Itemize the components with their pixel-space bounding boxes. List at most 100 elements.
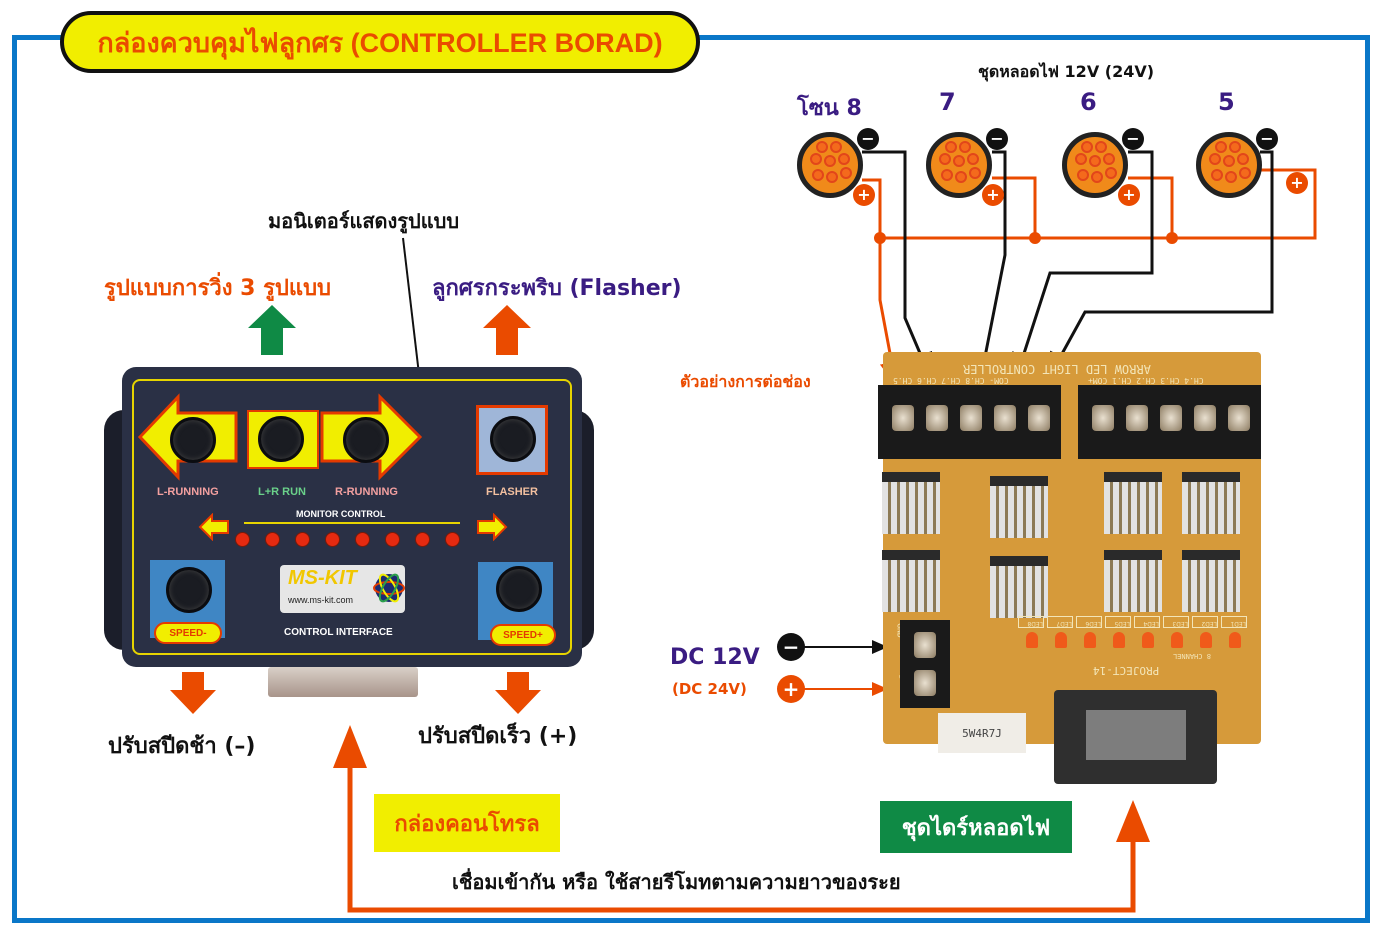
l-running-label: L-RUNNING [157, 486, 219, 498]
pcb-led [1200, 632, 1212, 648]
power-screw-gnd [914, 632, 936, 658]
lamp-led-dot [1209, 153, 1221, 165]
heatsink [1182, 550, 1240, 612]
lamp-led-dot [812, 169, 824, 181]
lamp-led-dot [830, 141, 842, 153]
monitor-arrow-right-icon [477, 513, 508, 541]
power-resistor: 5W4R7J [938, 713, 1026, 753]
dc-positive-icon: + [777, 675, 805, 703]
terminal-screw [926, 405, 948, 431]
monitor-led [415, 532, 430, 547]
terminal-screw [994, 405, 1016, 431]
lamp-led-dot [953, 155, 965, 167]
pcb-led-label: LED6 [1076, 616, 1102, 628]
pcb-project-label: PROJECT-14 [1093, 664, 1160, 677]
monitor-led [235, 532, 250, 547]
pcb-led-label: LED8 [1018, 616, 1044, 628]
speed-plus-button[interactable] [496, 566, 542, 612]
flasher-button-label: FLASHER [486, 486, 538, 498]
lamp-led-dot [945, 141, 957, 153]
lamp-led-dot [1239, 167, 1251, 179]
lamp-led-dot [810, 153, 822, 165]
power-label: DC 12V [670, 645, 760, 670]
negative-terminal-icon: − [857, 128, 879, 150]
monitor-control-title: MONITOR CONTROL [296, 509, 386, 519]
heatsink [1104, 472, 1162, 534]
dc-negative-icon: − [777, 633, 805, 661]
heatsink [882, 472, 940, 534]
lamp-bulb [926, 132, 992, 198]
monitor-arrow-left-icon [198, 513, 229, 541]
heatsink [1104, 550, 1162, 612]
power-alt-label: (DC 24V) [672, 680, 747, 698]
db-connector [268, 667, 418, 697]
lamp-led-dot [1211, 169, 1223, 181]
flasher-label: ลูกศรกระพริบ (Flasher) [432, 276, 682, 301]
lamp-led-dot [826, 171, 838, 183]
pcb-led [1142, 632, 1154, 648]
lamp-led-dot [1089, 155, 1101, 167]
lamp-led-dot [1223, 155, 1235, 167]
zone-label-7: 7 [939, 88, 956, 116]
speed-down-label: ปรับสปีดช้า (–) [108, 734, 256, 759]
pcb-channels-right: CH.4 CH.3 CH.2 CH.1 COM+ [1088, 376, 1204, 385]
monitor-led [385, 532, 400, 547]
ms-kit-logo: MS-KIT www.ms-kit.com [280, 565, 405, 613]
pcb-led-label: LED3 [1163, 616, 1189, 628]
speed-minus-button[interactable] [166, 567, 212, 613]
speed-plus-label: SPEED+ [490, 624, 556, 646]
l-r-run-label: L+R RUN [258, 486, 306, 498]
lamp-bulb [1196, 132, 1262, 198]
heatsink [882, 550, 940, 612]
terminal-screw [892, 405, 914, 431]
heatsink [990, 556, 1048, 618]
pcb-led [1229, 632, 1241, 648]
monitor-led [265, 532, 280, 547]
lamp-led-dot [1091, 171, 1103, 183]
heatsink [990, 476, 1048, 538]
positive-terminal-icon: + [853, 184, 875, 206]
lamp-led-dot [1105, 167, 1117, 179]
speed-minus-label: SPEED- [154, 622, 222, 644]
pcb-led-label: LED5 [1105, 616, 1131, 628]
negative-terminal-icon: − [1122, 128, 1144, 150]
power-screw-b [914, 670, 936, 696]
lamp-led-dot [967, 153, 979, 165]
pcb-led-label: LED4 [1134, 616, 1160, 628]
driver-tag-text: ชุดไดร์หลอดไฟ [901, 815, 1051, 841]
l-r-run-button[interactable] [258, 416, 304, 462]
flasher-button[interactable] [490, 416, 536, 462]
lamp-led-dot [824, 155, 836, 167]
monitor-led [445, 532, 460, 547]
negative-terminal-icon: − [1256, 128, 1278, 150]
connection-note: เชื่อมเข้ากัน หรือ ใช้สายรีโมทตามความยาว… [452, 870, 901, 894]
pcb-led [1171, 632, 1183, 648]
lamp-led-dot [969, 167, 981, 179]
terminal-screw [1126, 405, 1148, 431]
lamp-led-dot [959, 141, 971, 153]
zone-label-8: โซน 8 [797, 96, 862, 121]
terminal-screw [1194, 405, 1216, 431]
terminal-screw [1028, 405, 1050, 431]
lamp-led-dot [840, 167, 852, 179]
terminal-screw [960, 405, 982, 431]
heatsink [1182, 472, 1240, 534]
lamp-led-dot [816, 141, 828, 153]
page-title: กล่องควบคุมไฟลูกศร (CONTROLLER BORAD) [97, 27, 663, 58]
title-banner: กล่องควบคุมไฟลูกศร (CONTROLLER BORAD) [60, 11, 700, 73]
logo-name: MS-KIT [288, 567, 357, 589]
logo-url: www.ms-kit.com [288, 595, 353, 605]
pcb-led [1055, 632, 1067, 648]
atom-icon [373, 573, 405, 603]
pcb-title: ARROW LED LIGHT CONTROLLER [963, 362, 1151, 376]
pcb-led [1113, 632, 1125, 648]
r-running-button[interactable] [343, 417, 389, 463]
l-running-button[interactable] [170, 417, 216, 463]
lamp-led-dot [1077, 169, 1089, 181]
monitor-led [295, 532, 310, 547]
positive-terminal-icon: + [982, 184, 1004, 206]
monitor-divider [244, 522, 460, 524]
r-running-label: R-RUNNING [335, 486, 398, 498]
lamp-set-label: ชุดหลอดไฟ 12V (24V) [978, 62, 1155, 81]
lamp-led-dot [1225, 171, 1237, 183]
